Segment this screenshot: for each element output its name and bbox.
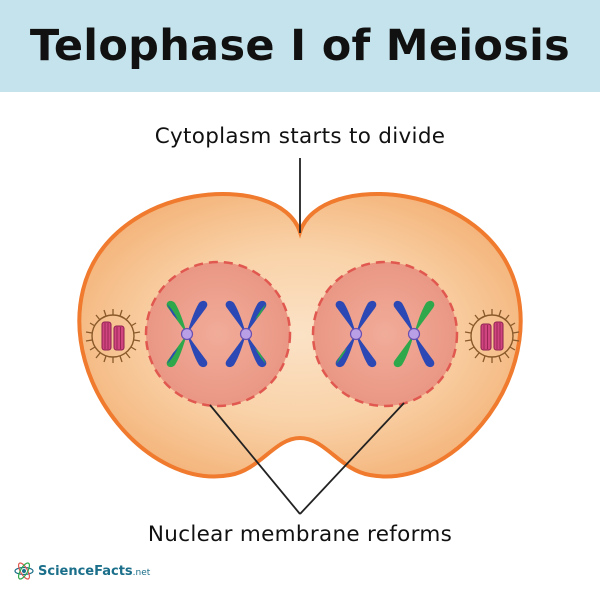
nuclear-pointer-left bbox=[209, 404, 301, 515]
chromosome-left-2 bbox=[225, 300, 267, 368]
chromosome-right-2 bbox=[393, 300, 435, 368]
right-centrosome bbox=[464, 309, 520, 363]
logo-text: ScienceFacts.net bbox=[38, 563, 151, 579]
chromosome-left-1 bbox=[166, 300, 208, 368]
centriole-icon bbox=[101, 321, 125, 351]
left-centrosome bbox=[85, 309, 141, 363]
nuclear-pointer-right bbox=[299, 402, 405, 515]
chromosome-right-1 bbox=[335, 300, 377, 368]
centriole-icon bbox=[480, 321, 504, 351]
nuclear-membrane-label: Nuclear membrane reforms bbox=[147, 522, 453, 547]
page-title: Telophase I of Meiosis bbox=[29, 21, 571, 71]
left-nucleus bbox=[144, 260, 292, 408]
atom-icon bbox=[14, 562, 34, 580]
cell-body bbox=[77, 192, 523, 479]
cytoplasm-label: Cytoplasm starts to divide bbox=[154, 124, 446, 149]
right-nucleus bbox=[311, 260, 459, 408]
title-banner: Telophase I of Meiosis bbox=[0, 0, 600, 92]
sciencefacts-logo[interactable]: ScienceFacts.net bbox=[14, 560, 150, 582]
